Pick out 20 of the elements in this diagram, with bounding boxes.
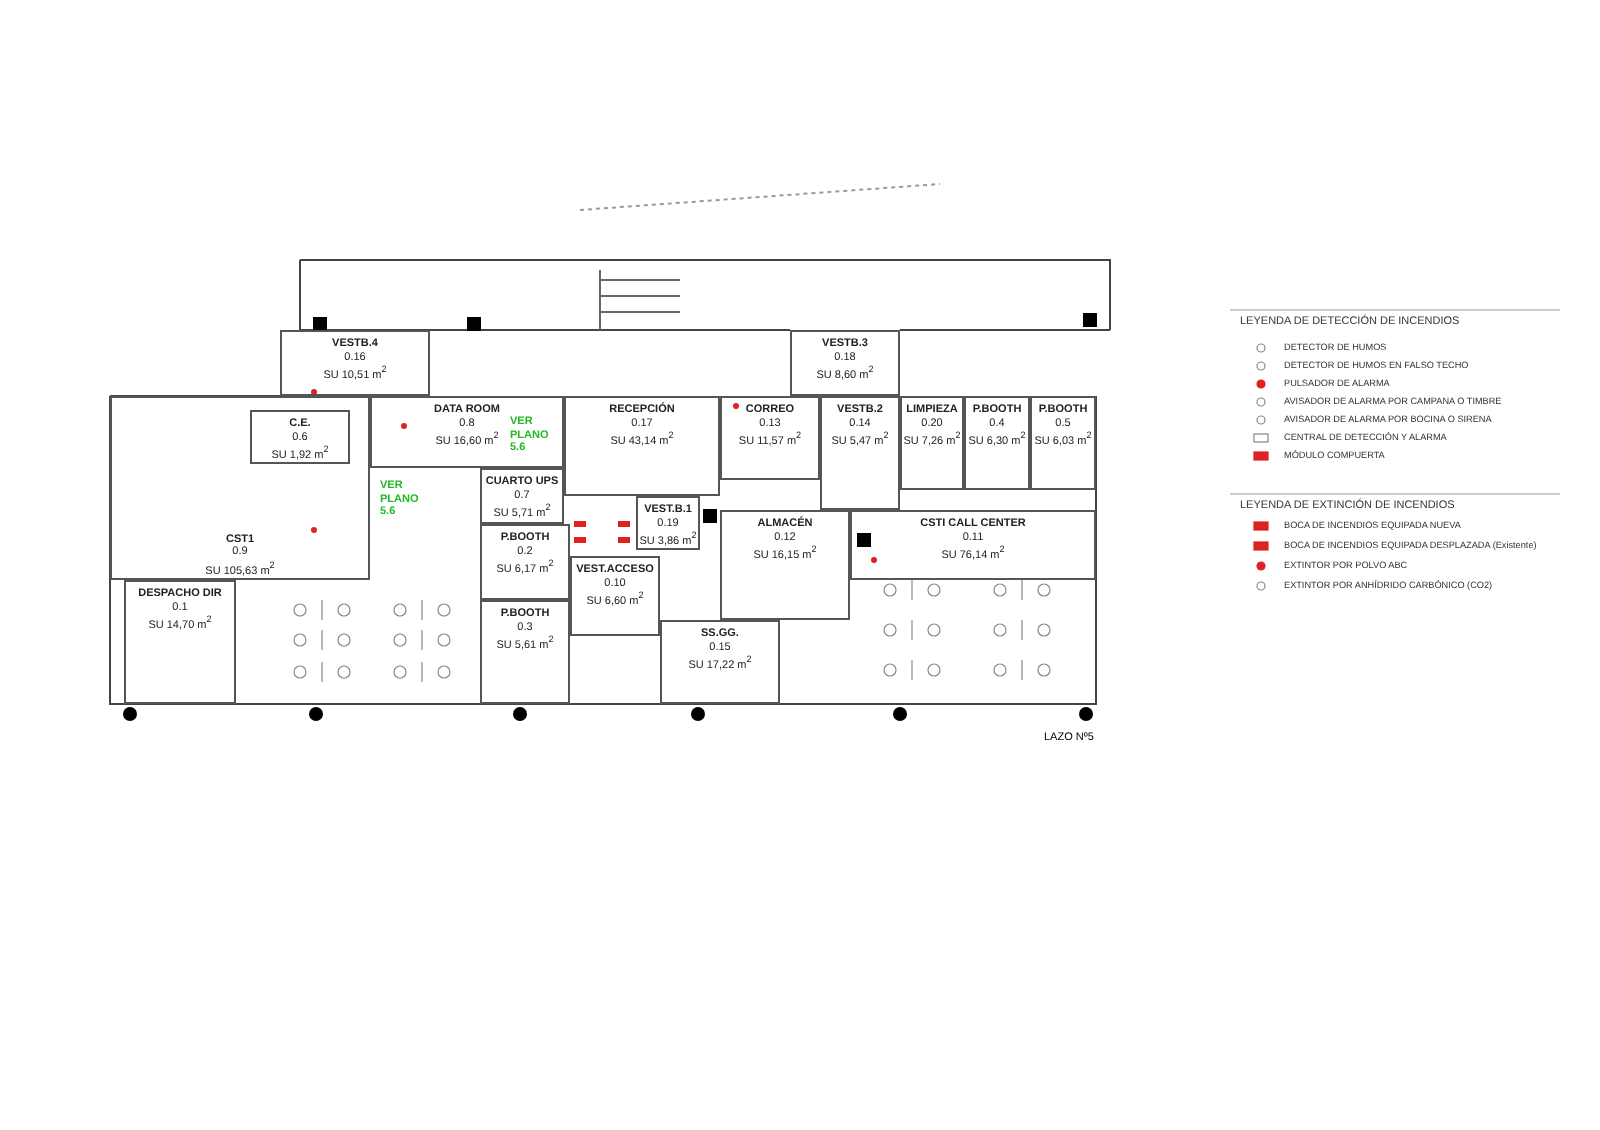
room-outline	[370, 396, 564, 468]
room-outline	[900, 396, 964, 490]
room-outline	[660, 620, 780, 704]
room-outline	[720, 510, 850, 620]
room-outline	[720, 396, 820, 480]
room-outline	[964, 396, 1030, 490]
room-outline	[636, 496, 700, 550]
room-outline	[1030, 396, 1096, 490]
room-outline	[850, 510, 1096, 580]
room-outline	[250, 410, 350, 464]
room-outline	[790, 330, 900, 396]
room-outline	[570, 556, 660, 636]
room-outline	[480, 600, 570, 704]
room-outline	[280, 330, 430, 396]
room-outline	[480, 524, 570, 600]
room-outline	[564, 396, 720, 496]
room-outline	[110, 396, 370, 580]
room-outline	[480, 468, 564, 524]
room-outline	[820, 396, 900, 510]
room-outline	[124, 580, 236, 704]
